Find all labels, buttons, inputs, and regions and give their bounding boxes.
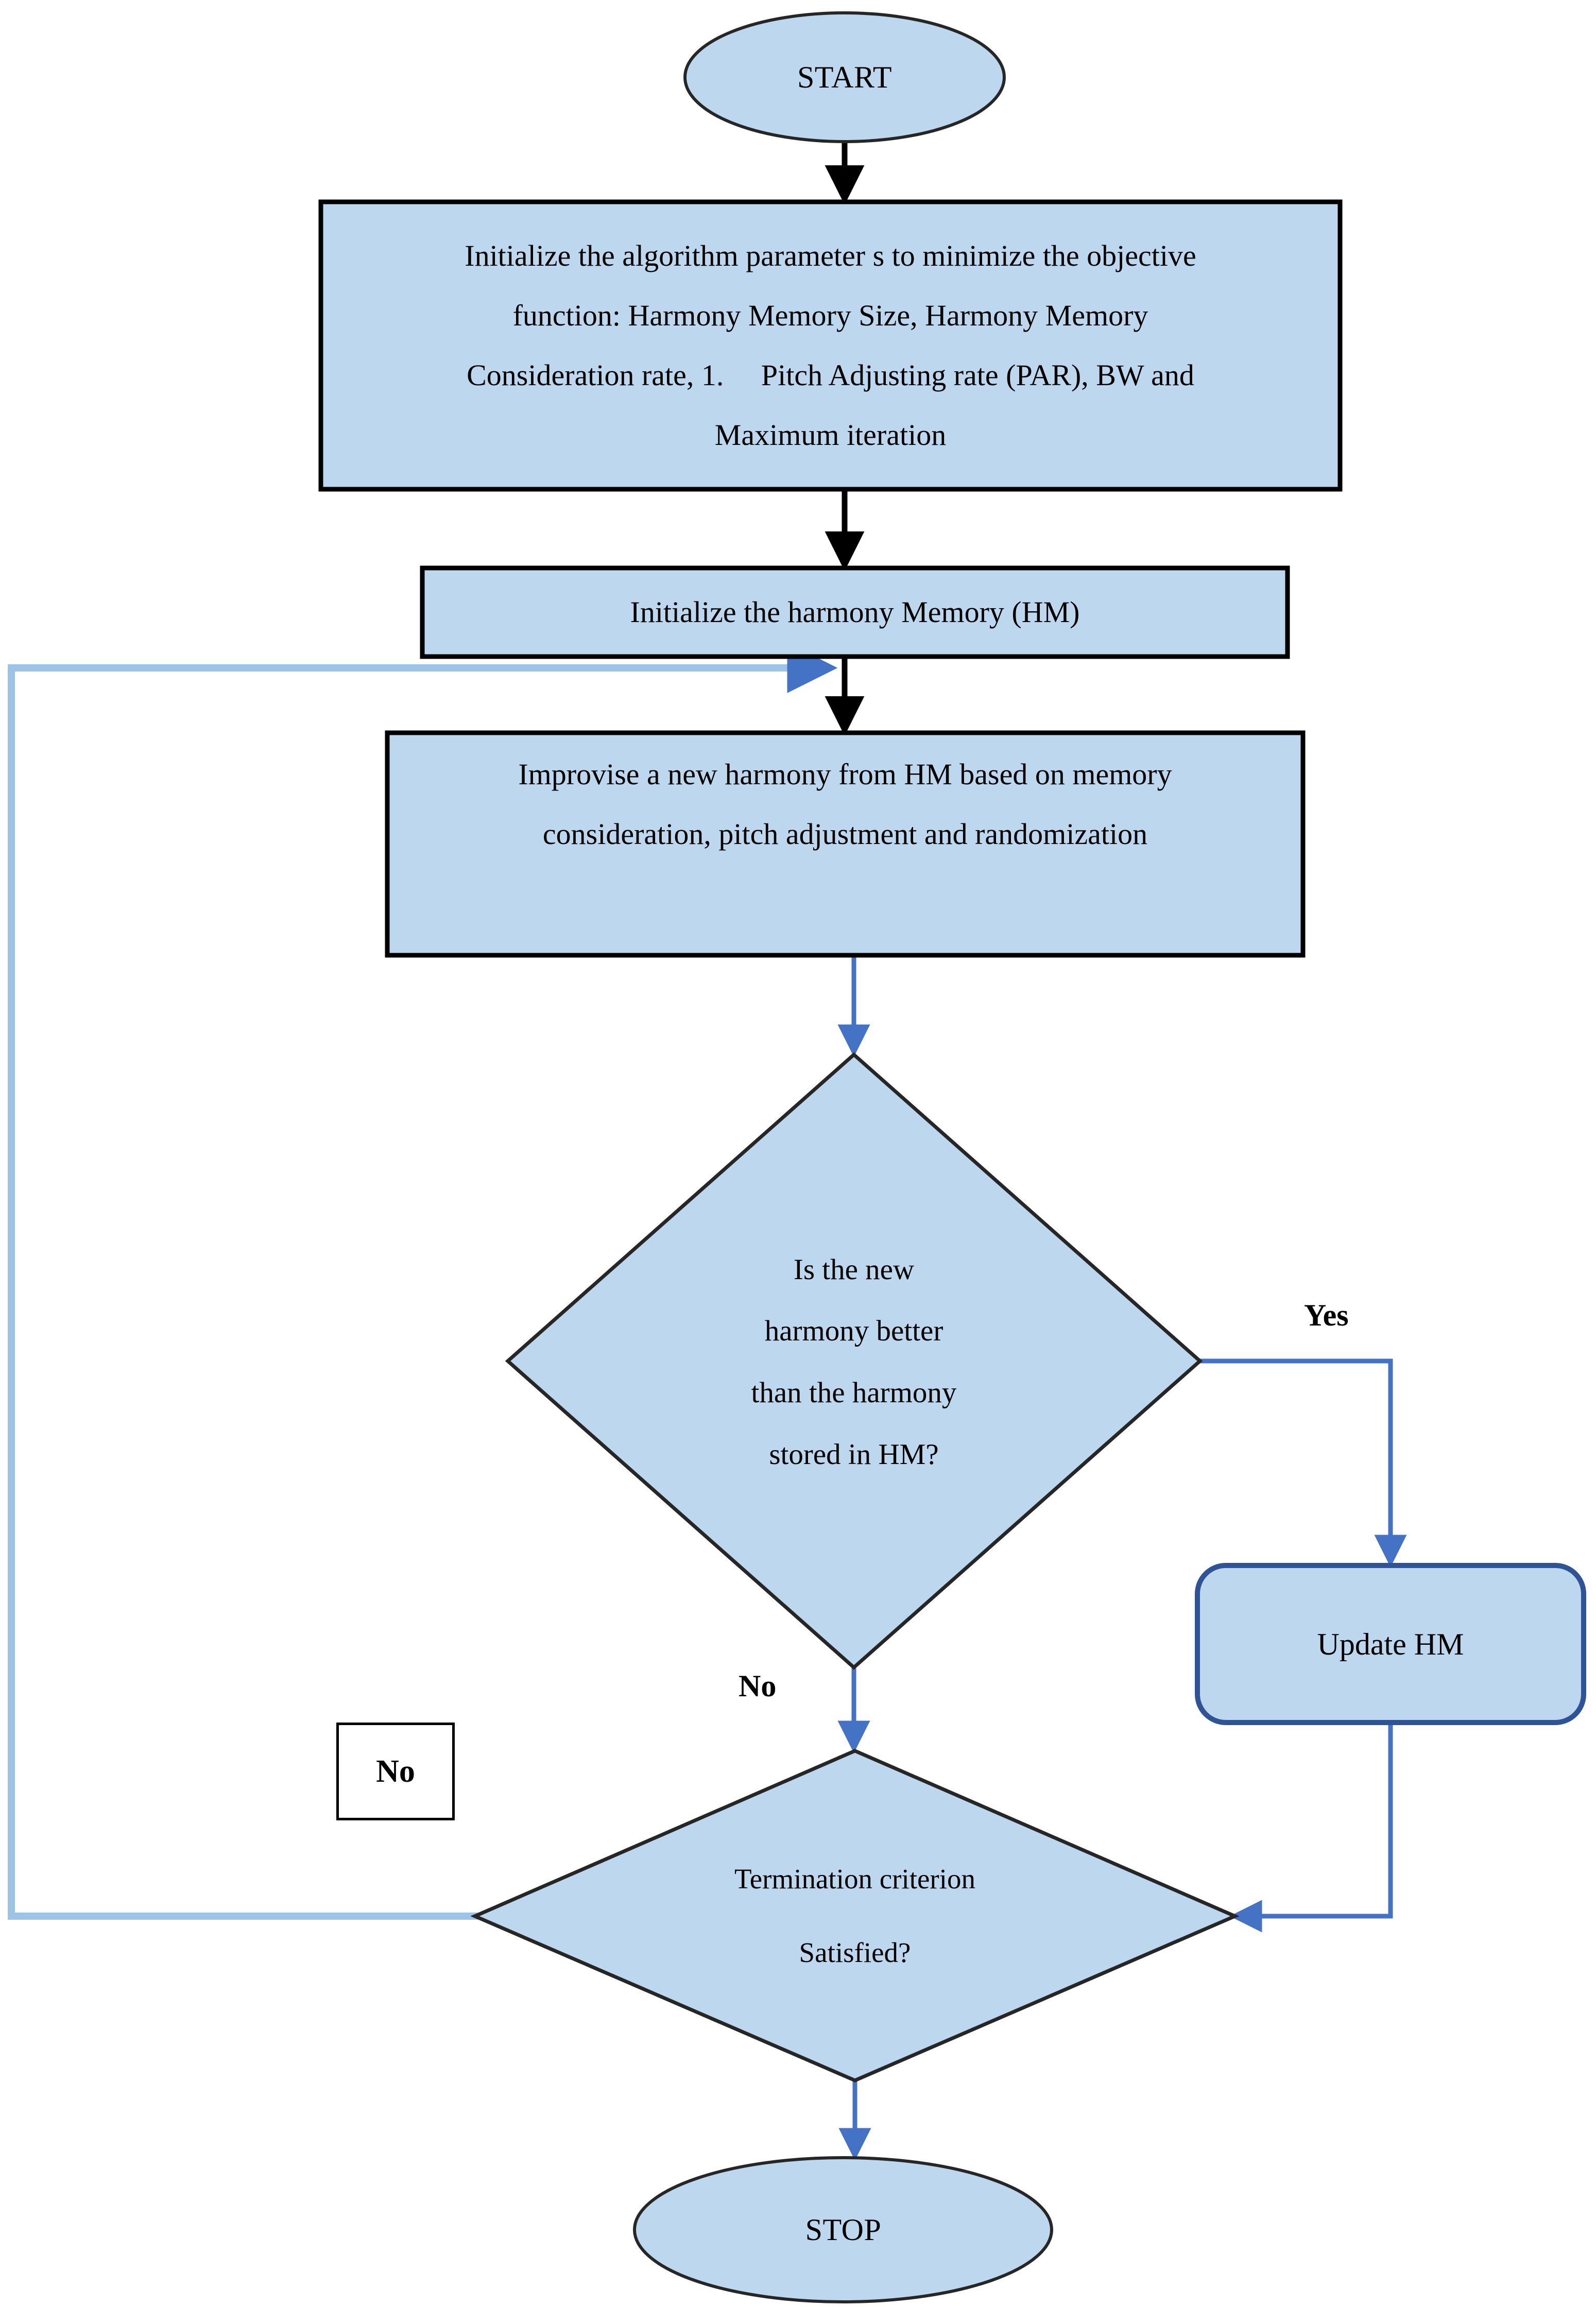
edge-label-yes: Yes <box>1304 1298 1349 1333</box>
node-start-shape[interactable] <box>683 11 1006 143</box>
annotation-no-box[interactable]: No <box>336 1723 455 1820</box>
node-improvise-shape[interactable] <box>385 730 1306 958</box>
connector-decision-yes-to-update-hm <box>1200 1358 1407 1568</box>
node-decision-better-shape[interactable] <box>505 1052 1203 1670</box>
annotation-no-text: No <box>376 1753 415 1789</box>
no-text: No <box>739 1669 777 1703</box>
edge-label-no: No <box>739 1668 776 1704</box>
node-stop-shape[interactable] <box>633 2156 1053 2303</box>
connector-loop-back-to-improvise <box>8 643 838 1920</box>
connector-update-hm-to-termination <box>1229 1723 1393 1933</box>
node-update-hm-shape[interactable] <box>1195 1563 1586 1725</box>
node-init-params-shape[interactable] <box>318 199 1343 492</box>
node-init-hm-shape[interactable] <box>420 565 1290 659</box>
yes-text: Yes <box>1304 1298 1349 1332</box>
node-termination-shape[interactable] <box>470 1749 1240 2082</box>
